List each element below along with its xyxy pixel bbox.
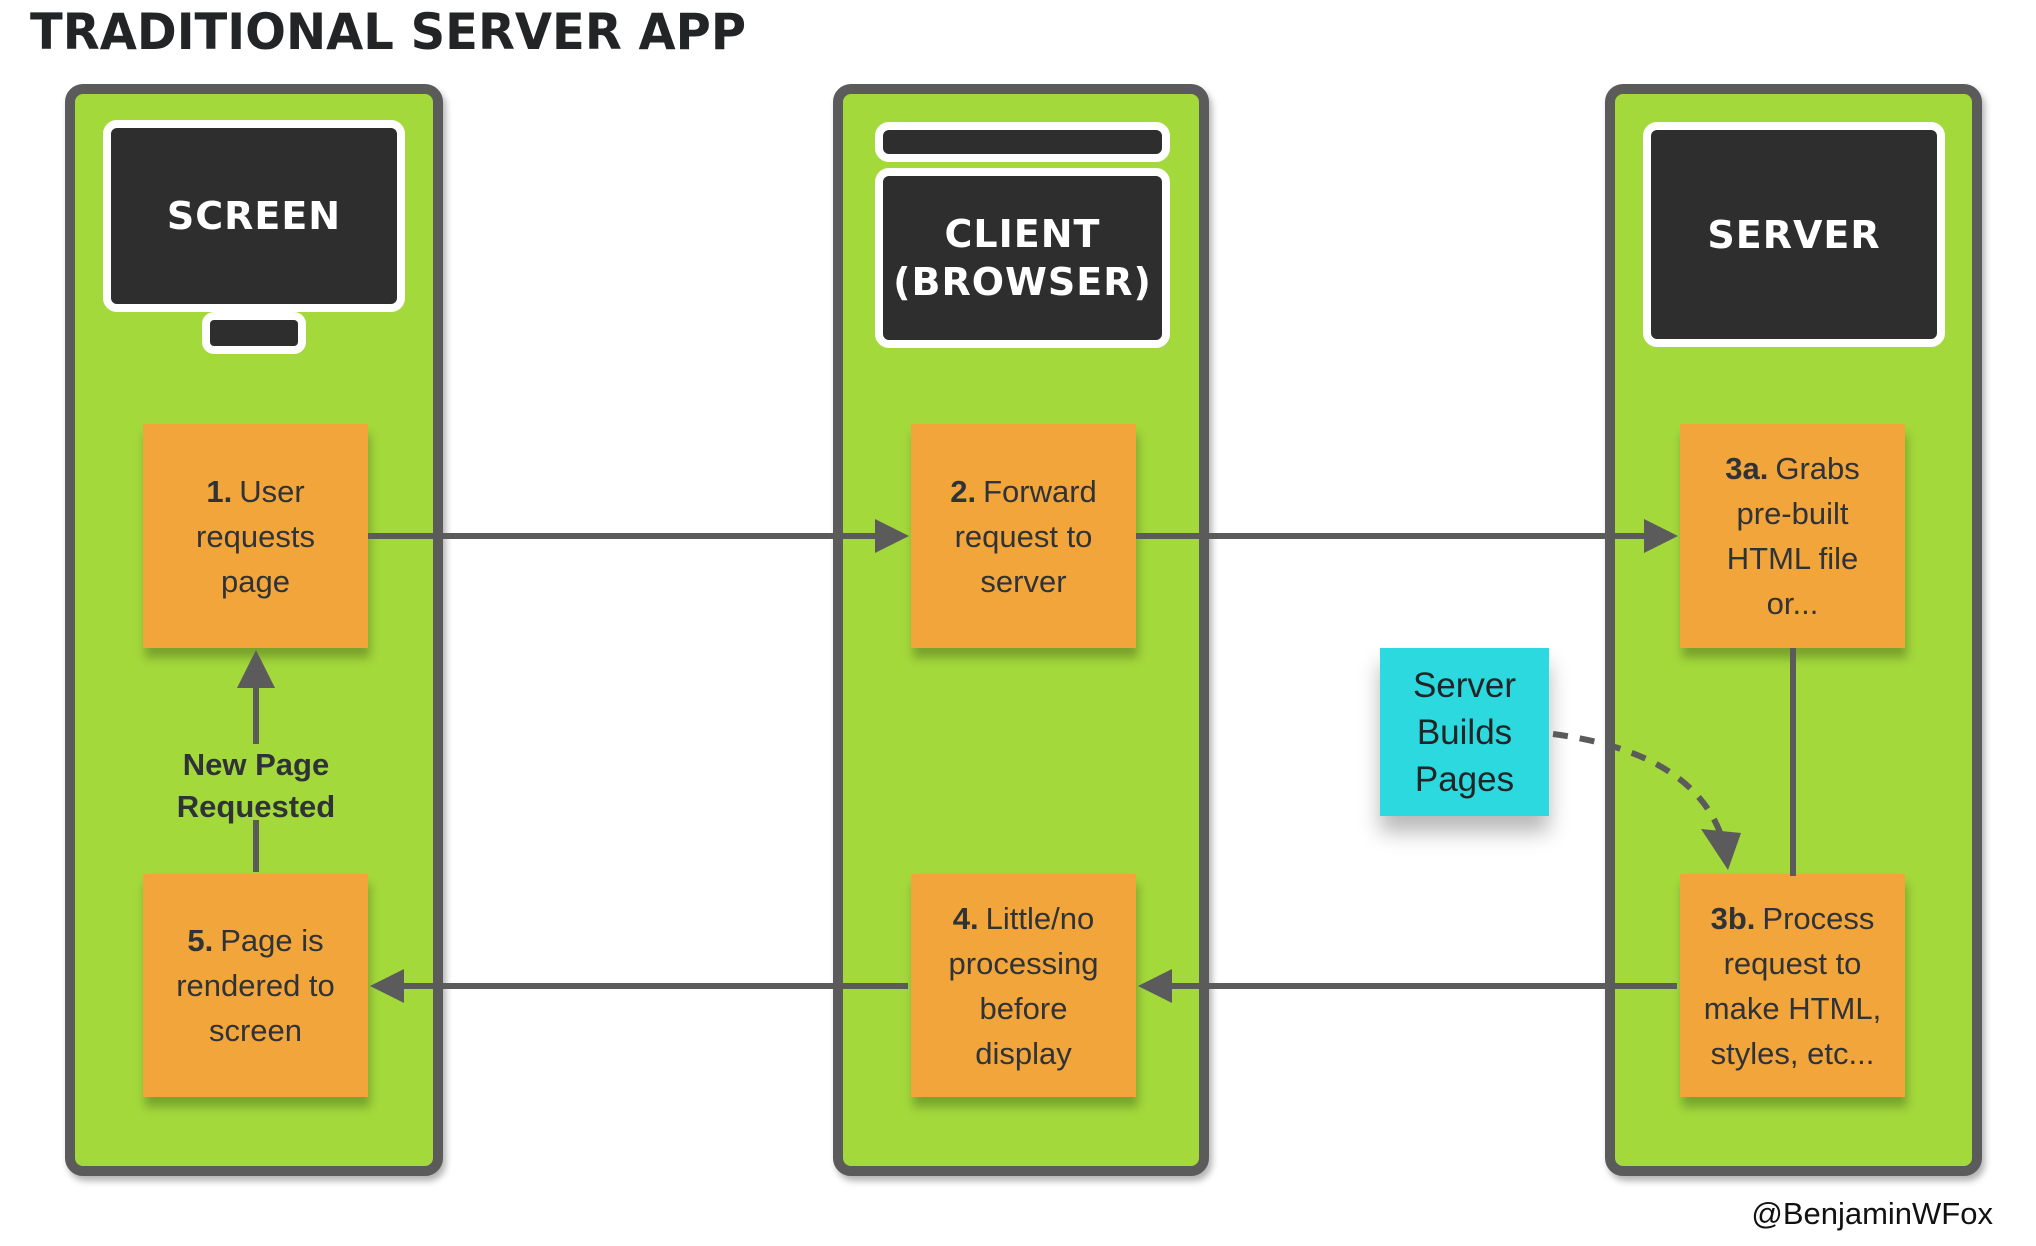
arrow-note2-to-note3a [1136,519,1678,553]
note-1-text: 1.User requests page [196,473,315,599]
note-5: 5.Page is rendered to screen [143,874,368,1097]
note-2: 2.Forward request to server [911,424,1136,648]
monitor-icon: SCREEN [103,120,405,312]
arrow-note4-to-note5 [370,969,908,1003]
browser-titlebar-icon [875,122,1170,162]
server-builds-pages-text: Server Builds Pages [1412,665,1517,799]
browser-icon: CLIENT (BROWSER) [875,122,1170,348]
arrow-note3b-to-note4 [1138,969,1677,1003]
server-label: SERVER [1707,212,1881,257]
note-4: 4.Little/no processing before display [911,874,1136,1097]
arrow-note1-to-note2 [368,519,909,553]
new-page-requested-label: New Page Requested [176,747,336,824]
note-3a: 3a.Grabs pre-built HTML file or... [1680,424,1905,648]
note-1: 1.User requests page [143,424,368,648]
note-5-text: 5.Page is rendered to screen [176,923,335,1048]
client-label: CLIENT (BROWSER) [893,212,1152,304]
screen-label: SCREEN [166,194,342,238]
note-4-text: 4.Little/no processing before display [948,900,1099,1071]
note-3a-text: 3a.Grabs pre-built HTML file or... [1725,451,1860,621]
server-icon: SERVER [1643,122,1945,347]
note-3b: 3b.Process request to make HTML, styles,… [1680,874,1905,1097]
author-credit: @BenjaminWFox [1751,1196,1993,1231]
page-title: TRADITIONAL SERVER APP [30,3,747,62]
server-builds-pages-note: Server Builds Pages [1380,648,1549,816]
browser-body: CLIENT (BROWSER) [875,168,1170,348]
note-2-text: 2.Forward request to server [950,473,1097,599]
monitor-stand-icon [202,312,306,354]
note-3b-text: 3b.Process request to make HTML, styles,… [1703,900,1882,1071]
